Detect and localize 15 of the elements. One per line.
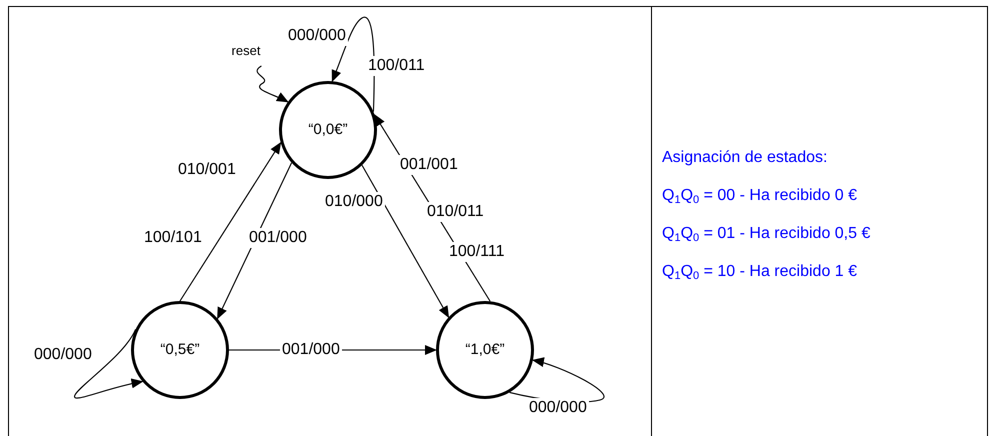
transition-label: 100/011 [366, 56, 427, 76]
legend-heading: Asignación de estados: [662, 148, 828, 168]
edge-label: 001/000 [247, 228, 309, 248]
transition-arrow [362, 164, 450, 318]
reset-label: reset [224, 42, 268, 60]
edge-label: 001/001 [398, 155, 460, 175]
transition-label: 010/011 [425, 202, 486, 222]
edge-label: 000/000 [286, 26, 348, 46]
transition-label: 100/111 [447, 242, 506, 262]
state-assignment: Q$_{1}$Q$_{0}$ = 10 - Ha recibido 1 € [662, 262, 858, 284]
self-loop-arrow [74, 329, 144, 399]
wavy-arrow [256, 66, 289, 102]
transition-arrow [180, 142, 282, 302]
state-assignment: Q$_{1}$Q$_{0}$ = 01 - Ha recibido 0,5 € [662, 224, 870, 246]
state-assignment: Q$_{1}$Q$_{0}$ = 00 - Ha recibido 0 € [662, 186, 858, 208]
